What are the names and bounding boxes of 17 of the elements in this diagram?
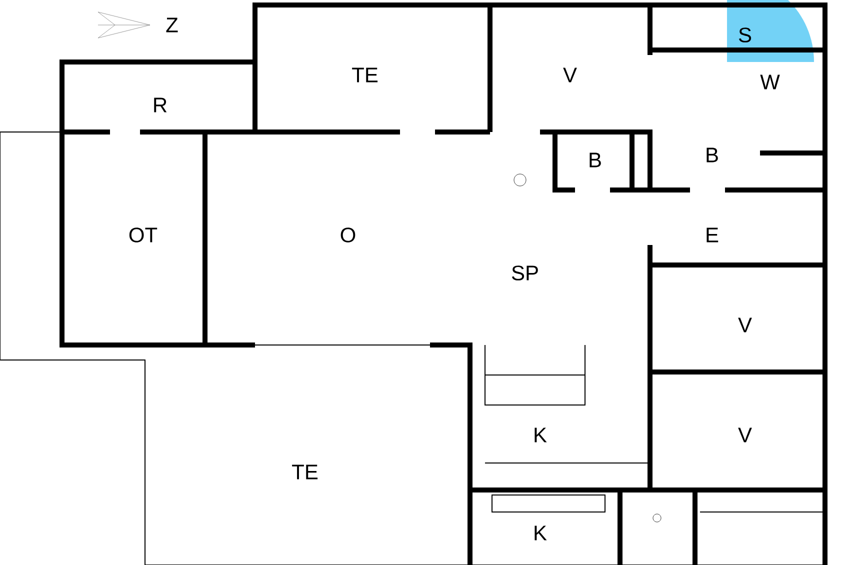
room-label: E xyxy=(706,228,718,242)
room-label: W xyxy=(760,74,780,90)
room-label: B xyxy=(706,148,718,162)
room-label: OT xyxy=(129,228,158,242)
room-label: V xyxy=(738,318,752,332)
room-label: V xyxy=(563,68,577,82)
room-label: K xyxy=(534,428,547,442)
room-label: V xyxy=(738,428,752,442)
room-label: Z xyxy=(166,18,178,32)
room-label: TE xyxy=(352,68,378,82)
room-label: R xyxy=(154,98,167,112)
room-label: S xyxy=(738,28,752,42)
room-label: SP xyxy=(512,266,538,280)
room-label: TE xyxy=(292,464,318,480)
room-label: K xyxy=(534,526,547,540)
room-label: O xyxy=(340,228,356,242)
room-label: B xyxy=(590,152,601,168)
